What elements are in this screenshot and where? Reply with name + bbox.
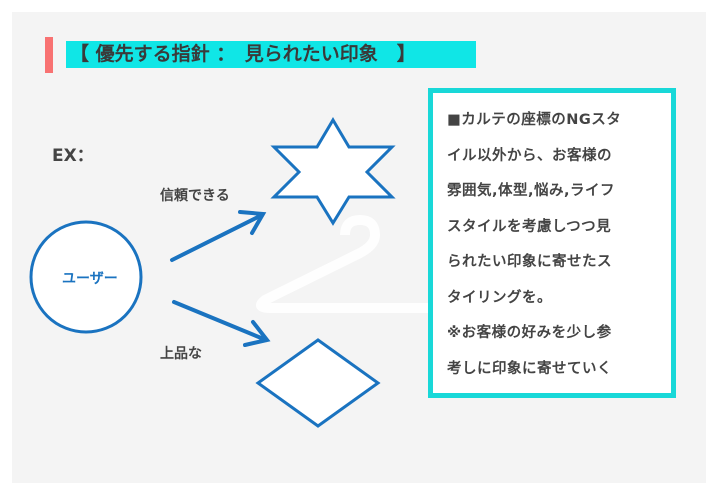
note-line: ■カルテの座標のNGスタ: [447, 112, 622, 128]
note-line: られたい印象に寄せたス: [447, 254, 612, 270]
title-accent-bar: [45, 37, 53, 73]
example-label: EX：: [52, 146, 94, 166]
note2-line: ※お客様の好みを少し参: [447, 325, 612, 341]
arrow-down: [172, 300, 271, 347]
elegant-label: 上品な: [160, 346, 202, 362]
note2-line: 考しに印象に寄せていく: [447, 360, 612, 377]
note-line: 雰囲気,体型,悩み,ライフ: [447, 183, 616, 199]
note-line: スタイルを考慮しつつ見: [447, 218, 612, 235]
diamond-shape: [255, 338, 381, 428]
note-line: イル以外から、お客様の: [447, 147, 612, 164]
note-box: ■カルテの座標のNGスタ イル以外から、お客様の 雰囲気,体型,悩み,ライフ ス…: [428, 88, 676, 398]
slide-title: 【 優先する指針 ： 見られたい印象 】: [66, 41, 476, 68]
hanger-watermark-icon: [256, 214, 430, 313]
user-circle: [29, 220, 143, 334]
user-label: ユーザー: [62, 271, 118, 287]
trustworthy-label: 信頼できる: [160, 188, 230, 204]
arrow-up: [170, 210, 267, 262]
note-line: タイリングを。: [447, 289, 552, 306]
star-shape: [270, 117, 396, 226]
